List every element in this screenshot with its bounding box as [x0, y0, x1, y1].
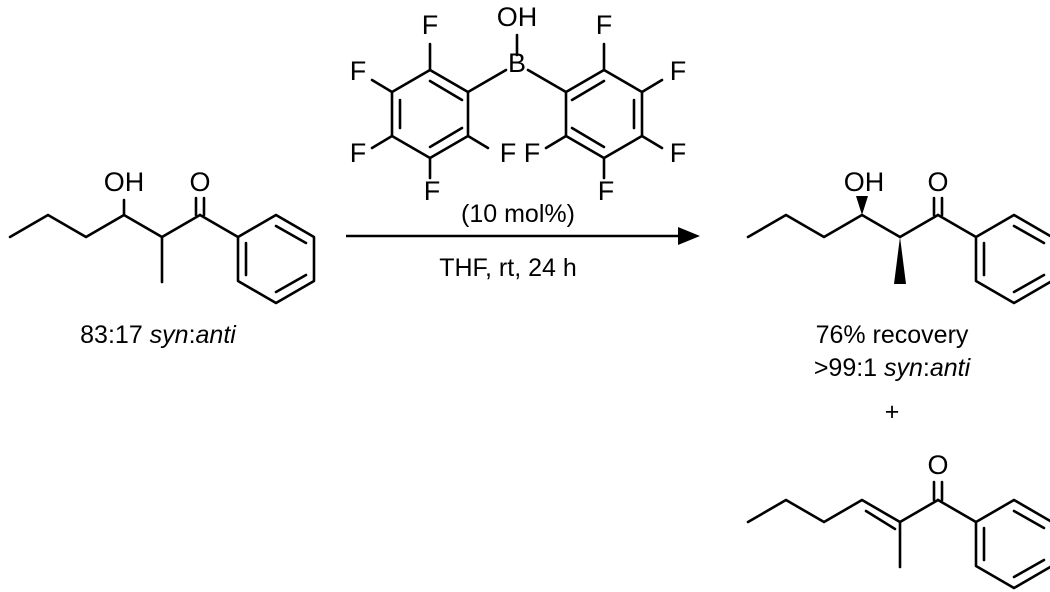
catalyst-loading-label: (10 mol%)	[461, 200, 575, 228]
conditions-label: THF, rt, 24 h	[439, 254, 577, 282]
catalyst-boron-label: B	[508, 48, 526, 78]
catalyst-left-ring	[390, 68, 470, 160]
catalyst-f-label: F	[596, 10, 613, 40]
product1-ratio: >99:1 syn:anti	[814, 354, 972, 382]
product1-o-label: O	[927, 167, 948, 197]
reactant-o-label: O	[189, 167, 210, 197]
catalyst-f-label: F	[524, 138, 541, 168]
product2-o-label: O	[927, 450, 948, 480]
bond-b-left	[466, 68, 508, 94]
catalyst-structure: OH B F F F F F F F F F F	[350, 2, 687, 206]
catalyst-oh-label: OH	[497, 2, 538, 32]
reactant-ratio: 83:17 syn:anti	[80, 321, 237, 349]
catalyst-f-label: F	[500, 138, 517, 168]
product1-recovery: 76% recovery	[816, 321, 969, 349]
catalyst-f-label: F	[422, 10, 439, 40]
catalyst-f-label: F	[424, 176, 441, 206]
reactant-oh-label: OH	[104, 167, 145, 197]
reactant-structure: OH O	[8, 167, 316, 305]
catalyst-f-label: F	[598, 176, 615, 206]
catalyst-right-ring	[564, 68, 644, 160]
catalyst-f-label: F	[350, 56, 367, 86]
product1-oh-label: OH	[844, 167, 885, 197]
product1-structure: OH O	[746, 167, 1050, 305]
catalyst-f-label: F	[350, 138, 367, 168]
plus-sign: +	[885, 398, 900, 426]
catalyst-f-label: F	[670, 56, 687, 86]
reaction-arrow	[346, 227, 700, 245]
product2-structure: O	[746, 450, 1050, 590]
bond-b-right	[526, 68, 568, 94]
catalyst-f-label: F	[670, 138, 687, 168]
